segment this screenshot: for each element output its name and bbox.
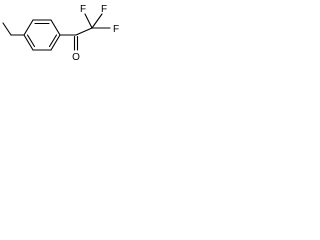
trifluoromethyl-group: F F F — [75, 4, 119, 36]
oxygen-label: O — [72, 52, 80, 63]
fluorine-label-top-right: F — [101, 4, 107, 15]
fluorine-label-top-left: F — [80, 4, 86, 15]
fluorine-label-right: F — [113, 24, 119, 35]
ethyl-terminal-bond — [2, 22, 12, 36]
ring-bond-6 — [23, 34, 34, 51]
cf3-bond-to-top-f — [91, 13, 103, 29]
ring-double-bond-c — [26, 34, 36, 48]
ring-bond-3 — [50, 19, 61, 36]
benzene-ring — [23, 19, 61, 51]
ring-bond-4 — [50, 34, 61, 51]
cf3-bond-to-left-f — [84, 13, 93, 29]
ring-bond-1 — [23, 19, 34, 36]
carbonyl-to-cf3-bond — [75, 27, 93, 36]
ring-double-bond-b — [48, 34, 58, 48]
chemical-structure-diagram: O F F F — [2, 4, 119, 63]
carbonyl-group: O — [59, 34, 80, 63]
ethyl-group — [2, 22, 25, 36]
